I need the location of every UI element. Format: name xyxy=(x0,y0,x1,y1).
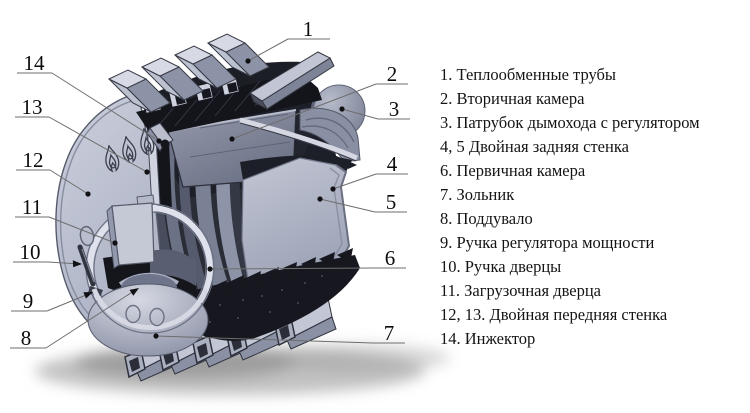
legend-item: 10. Ручка дверцы xyxy=(440,257,562,276)
disc-rim-line xyxy=(59,100,133,328)
callout-9: 9 xyxy=(23,289,34,313)
callout-11: 11 xyxy=(22,195,42,219)
parts-legend: 1. Теплообменные трубы 2. Вторичная каме… xyxy=(440,63,740,351)
callout-4: 4 xyxy=(387,152,398,176)
callout-3: 3 xyxy=(389,97,400,121)
loading-door xyxy=(111,202,155,266)
leader-arrow xyxy=(72,260,82,268)
legend-item: 7. Зольник xyxy=(440,185,515,204)
callout-5: 5 xyxy=(386,190,397,214)
leader-arrow xyxy=(129,288,139,296)
callout-2: 2 xyxy=(387,62,398,86)
legend-item: 3. Патрубок дымохода с регулятором xyxy=(440,113,700,132)
callout-1: 1 xyxy=(303,17,314,41)
leader-arrow xyxy=(83,292,93,299)
callout-numbers: 1 2 3 4 5 6 7 8 9 10 11 12 13 14 xyxy=(20,17,400,350)
legend-item: 14. Инжектор xyxy=(440,329,536,348)
legend-item: 6. Первичная камера xyxy=(440,161,586,180)
leader-dots xyxy=(72,58,345,339)
legend-item: 11. Загрузочная дверца xyxy=(440,281,602,300)
top-structure xyxy=(108,33,335,136)
legend-item: 4, 5 Двойная задняя стенка xyxy=(440,137,629,156)
ring-bottom-arc xyxy=(91,288,209,330)
callout-10: 10 xyxy=(20,240,41,264)
ash-pan-sphere xyxy=(87,283,209,357)
callout-7: 7 xyxy=(384,321,395,345)
legend-item: 2. Вторичная камера xyxy=(440,89,585,108)
long-top-tube xyxy=(248,51,335,111)
legend-item: 1. Теплообменные трубы xyxy=(440,65,616,84)
callout-8: 8 xyxy=(21,326,32,350)
door-handle xyxy=(77,244,96,287)
chimney-collar xyxy=(239,84,366,169)
ring-hole xyxy=(125,304,141,324)
legend-item: 9. Ручка регулятора мощности xyxy=(440,233,655,252)
ring-hole xyxy=(149,307,165,327)
callout-13: 13 xyxy=(22,95,43,119)
callout-12: 12 xyxy=(23,148,44,172)
callout-6: 6 xyxy=(385,246,396,270)
callout-14: 14 xyxy=(24,51,46,75)
leader-lines xyxy=(10,38,410,349)
legend-item: 12, 13. Двойная передняя стенка xyxy=(440,305,668,324)
deflector xyxy=(150,249,196,286)
serration-teeth xyxy=(163,248,353,308)
legend-item: 8. Поддувало xyxy=(440,209,533,228)
